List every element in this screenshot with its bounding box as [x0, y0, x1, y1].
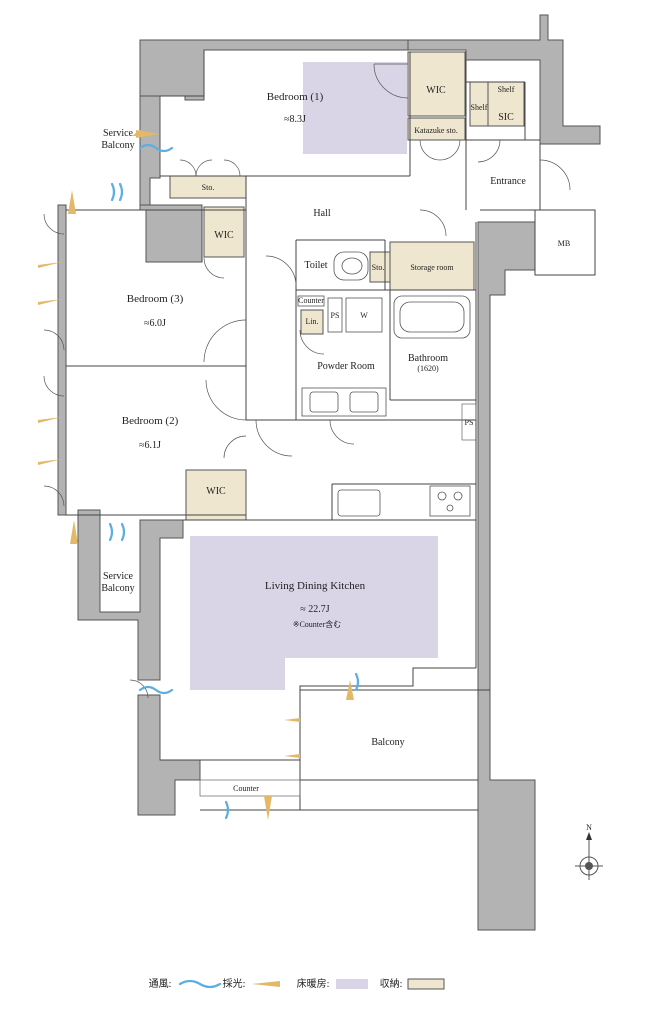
label-sic: SIC — [498, 112, 514, 123]
label-ldk: Living Dining Kitchen — [265, 580, 366, 592]
label-powder-room: Powder Room — [317, 361, 375, 372]
legend-ventilation: 通風: — [149, 978, 172, 990]
label-ps1: PS — [331, 311, 340, 320]
label-service-balcony-bottom-2: Balcony — [101, 583, 134, 594]
label-hall: Hall — [313, 208, 330, 219]
label-bedroom3: Bedroom (3) — [127, 293, 184, 305]
label-wic-bedroom1: WIC — [426, 85, 446, 96]
wic-bedroom3 — [203, 206, 245, 258]
label-mb: MB — [558, 239, 570, 248]
label-wic-bedroom2: WIC — [206, 486, 226, 497]
label-bedroom1: Bedroom (1) — [267, 91, 324, 103]
area-ldk: ≈ 22.7J — [300, 604, 329, 615]
legend-swatches — [178, 978, 445, 990]
doors — [43, 63, 571, 699]
lighting-icons — [38, 130, 354, 820]
legend-lighting: 採光: — [223, 977, 246, 990]
sic-area — [487, 81, 525, 127]
label-service-balcony-top-1: Service — [103, 128, 134, 139]
label-shelf1: Shelf — [498, 85, 515, 94]
label-bath-size: (1620) — [417, 364, 439, 373]
floor-heating-areas — [190, 62, 438, 690]
label-w: W — [360, 311, 368, 320]
label-wic-bedroom3: WIC — [214, 230, 234, 241]
label-counter-toilet: Counter — [298, 296, 324, 305]
label-shelf2: Shelf — [471, 103, 488, 112]
katazuke-storage — [407, 117, 466, 141]
ventilation-icons — [108, 143, 360, 820]
label-service-balcony-top-2: Balcony — [101, 140, 134, 151]
lin-storage — [300, 309, 324, 335]
area-bedroom3: ≈6.0J — [144, 318, 166, 329]
label-bathroom: Bathroom — [408, 353, 448, 364]
floor-heating-bedroom1 — [303, 62, 407, 154]
label-ps2: PS — [465, 418, 474, 427]
room-labels: Bedroom (1) ≈8.3J WIC Katazuke sto. Shel… — [101, 85, 592, 832]
label-lin: Lin. — [305, 317, 318, 326]
floor-heating-ldk — [190, 536, 438, 690]
legend-storage: 収納: — [380, 977, 403, 990]
label-entrance: Entrance — [490, 176, 526, 187]
storage-room — [389, 241, 475, 291]
label-counter-ldk: Counter — [233, 784, 259, 793]
wic-bedroom2 — [185, 469, 247, 521]
compass-north-label: N — [586, 823, 592, 832]
label-sto-toilet: Sto. — [372, 263, 385, 272]
label-sto-bedroom1: Sto. — [202, 183, 215, 192]
label-toilet: Toilet — [304, 260, 327, 271]
wic-bedroom1 — [407, 51, 466, 117]
label-service-balcony-bottom-1: Service — [103, 571, 134, 582]
compass-icon — [575, 832, 603, 880]
label-storage-room: Storage room — [410, 263, 454, 272]
label-bedroom2: Bedroom (2) — [122, 415, 179, 427]
label-balcony: Balcony — [371, 737, 404, 748]
area-bedroom2: ≈6.1J — [139, 440, 161, 451]
label-katazuke: Katazuke sto. — [414, 126, 458, 135]
legend-floor-heating: 床暖房: — [297, 977, 330, 990]
area-bedroom1: ≈8.3J — [284, 114, 306, 125]
fixtures — [297, 251, 471, 517]
note-ldk: ※Counter含む — [293, 619, 341, 629]
legend: 通風: 採光: 床暖房: 収納: — [149, 977, 403, 990]
